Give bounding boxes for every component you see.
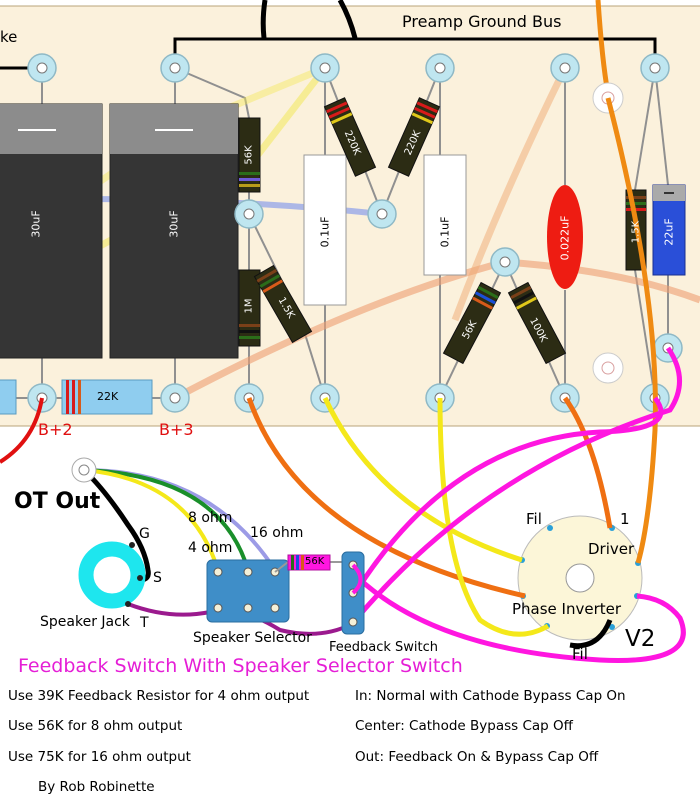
filter-capacitor-a: [0, 103, 103, 359]
speaker-jack: [78, 541, 146, 609]
note-left-2: Use 56K for 8 ohm output: [8, 718, 183, 734]
film-capacitor-a: [303, 154, 347, 306]
tube-phase-inverter-label: Phase Inverter: [512, 600, 622, 618]
label-22k: 22K: [97, 390, 119, 403]
speaker-jack-lug-t: [125, 601, 131, 607]
label-01uf-b: 0.1uF: [438, 216, 452, 248]
magenta-wire-feedback: [349, 396, 664, 600]
speaker-jack-lug-s: [137, 575, 143, 581]
magenta-jumper: [351, 563, 363, 595]
ohm-8-label: 8 ohm: [188, 510, 233, 526]
filter-capacitor-b: [109, 103, 239, 359]
speaker-jack-label: Speaker Jack: [40, 614, 130, 630]
speaker-selector-switch: [206, 559, 290, 623]
label-56k-top: 56K: [243, 145, 255, 165]
magenta-wire-bypass: [350, 346, 682, 626]
heater-jumper-wire: [569, 619, 613, 649]
ground-bus-label: Preamp Ground Bus: [402, 12, 562, 31]
jack-t-label: T: [140, 615, 149, 631]
tube-socket-v2: [517, 515, 643, 641]
resistor-1-5k-mid: [253, 264, 313, 344]
note-right-1: In: Normal with Cathode Bypass Cap On: [355, 688, 626, 704]
magenta-wire-cathode: [350, 570, 686, 663]
node-label-b3: B+3: [159, 420, 194, 439]
resistor-100k: [507, 281, 567, 365]
resistor-220k-b: [387, 97, 441, 177]
resistor-1m: [238, 269, 261, 347]
orange-wire-driver: [246, 397, 526, 599]
orange-drop-capacitor: [547, 185, 583, 289]
ohm-16-label: 16 ohm: [250, 525, 304, 541]
diagram-heading: Feedback Switch With Speaker Selector Sw…: [18, 655, 463, 677]
translucent-orange-wire-2: [451, 66, 569, 322]
label-01uf-a: 0.1uF: [318, 216, 332, 248]
label-22uf: 22uF: [662, 218, 676, 246]
orange-wire-pin: [562, 396, 613, 529]
resistor-56k-mid: [442, 281, 502, 365]
tube-fil-bottom-label: Fil: [572, 645, 588, 663]
ot-ground-wire: [82, 468, 151, 583]
tube-v2-label: V2: [625, 626, 656, 652]
yellow-wire-grid: [322, 396, 523, 563]
red-b-plus-wire: [0, 397, 44, 464]
film-capacitor-b: [423, 154, 467, 276]
ot-output-lug-hole: [78, 464, 90, 476]
jack-s-label: S: [153, 570, 162, 586]
note-right-3: Out: Feedback On & Bypass Cap Off: [355, 749, 599, 765]
yellow-wire-phase: [437, 397, 550, 637]
ohm-4-label: 4 ohm: [188, 540, 233, 556]
tube-fil-top-label: Fil: [526, 510, 542, 528]
note-left-3: Use 75K for 16 ohm output: [8, 749, 191, 765]
resistor-220k-a: [323, 97, 377, 177]
resistor-left-fragment: [0, 379, 17, 415]
speaker-selector-label: Speaker Selector: [193, 630, 312, 646]
note-left-1: Use 39K Feedback Resistor for 4 ohm outp…: [8, 688, 310, 704]
label-30uf-a: 30uF: [29, 210, 43, 238]
label-30uf-b: 30uF: [167, 210, 181, 238]
translucent-orange-wire: [173, 258, 700, 402]
resistor-56k-top: [238, 117, 261, 193]
ot-out-label: OT Out: [14, 489, 101, 514]
tube-pin-1-label: 1: [620, 510, 630, 528]
black-lead-top-a: [260, 0, 268, 39]
label-1m: 1M: [243, 298, 255, 314]
orange-wire-right: [605, 97, 658, 564]
edge-label-fragment: ke: [0, 28, 18, 46]
standoff-bottom-hole: [601, 361, 615, 375]
author-credit: By Rob Robinette: [38, 779, 155, 795]
tube-driver-label: Driver: [588, 540, 635, 558]
black-lead-top-b: [337, 0, 358, 39]
resistor-22k: [61, 379, 153, 415]
speaker-jack-lug-g: [129, 542, 135, 548]
node-label-b2: B+2: [38, 420, 73, 439]
label-56k-feedback: 56K: [305, 556, 325, 567]
cathode-bypass-capacitor: [652, 184, 686, 276]
feedback-switch-label: Feedback Switch: [329, 640, 439, 655]
label-1-5k-right: 1.5K: [630, 220, 642, 244]
ot-output-wires: [83, 468, 277, 572]
label-0022uf: 0.022uF: [558, 215, 572, 261]
jack-g-label: G: [139, 526, 150, 542]
note-right-2: Center: Cathode Bypass Cap Off: [355, 718, 573, 734]
